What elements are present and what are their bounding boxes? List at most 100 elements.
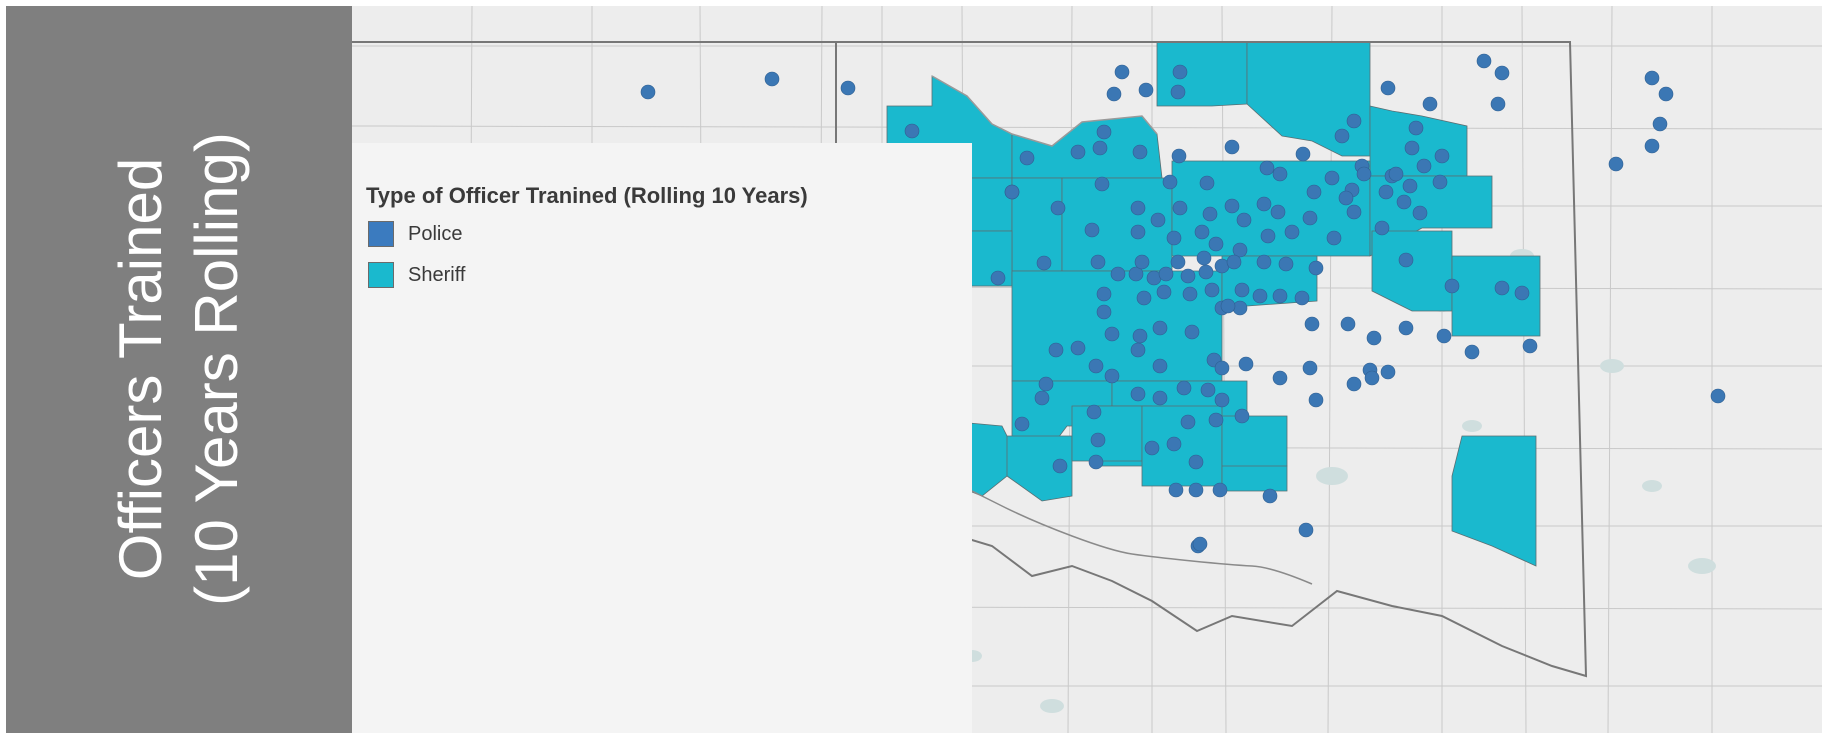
police-locations: [640, 53, 1726, 554]
sheriff-county: [1451, 255, 1541, 337]
police-dot: [1088, 358, 1104, 374]
police-dot: [1199, 175, 1215, 191]
police-dot: [1490, 96, 1506, 112]
police-dot: [1130, 386, 1146, 402]
police-dot: [1260, 228, 1276, 244]
police-dot: [1278, 256, 1294, 272]
police-dot: [1144, 440, 1160, 456]
police-dot: [1346, 113, 1362, 129]
police-dot: [1200, 382, 1216, 398]
police-dot: [1434, 148, 1450, 164]
police-dot: [1232, 300, 1248, 316]
police-dot: [1272, 166, 1288, 182]
dashboard-title: Officers Trained (10 Years Rolling): [103, 19, 255, 719]
lake: [1600, 359, 1624, 373]
police-dot: [1156, 284, 1172, 300]
police-dot: [1380, 364, 1396, 380]
police-dot: [1184, 324, 1200, 340]
police-dot: [1226, 254, 1242, 270]
police-dot: [1710, 388, 1726, 404]
police-dot: [1202, 206, 1218, 222]
police-dot: [1234, 282, 1250, 298]
legend-title: Type of Officer Tranined (Rolling 10 Yea…: [366, 183, 808, 208]
police-dot: [1130, 224, 1146, 240]
title-line-2: (10 Years Rolling): [183, 132, 250, 606]
police-dot: [1476, 53, 1492, 69]
police-dot: [1052, 458, 1068, 474]
police-dot: [1272, 370, 1288, 386]
police-dot: [1176, 380, 1192, 396]
police-dot: [1038, 376, 1054, 392]
police-dot: [1298, 522, 1314, 538]
police-dot: [1658, 86, 1674, 102]
police-dot: [1094, 176, 1110, 192]
police-dot: [1212, 482, 1228, 498]
police-dot: [1208, 236, 1224, 252]
legend-label-sheriff: Sheriff: [408, 263, 466, 286]
police-dot: [1346, 204, 1362, 220]
sheriff-county: [1006, 435, 1073, 502]
police-dot: [1214, 360, 1230, 376]
police-dot: [1171, 148, 1187, 164]
police-dot: [1180, 268, 1196, 284]
police-dot: [1380, 80, 1396, 96]
police-dot: [1494, 65, 1510, 81]
police-dot: [1412, 205, 1428, 221]
police-dot: [1374, 220, 1390, 236]
police-dot: [1092, 140, 1108, 156]
police-dot: [1302, 360, 1318, 376]
police-dot: [1090, 432, 1106, 448]
sheriff-county: [1371, 230, 1453, 312]
legend-label-police: Police: [408, 222, 463, 245]
police-dot: [1398, 252, 1414, 268]
lake: [1688, 558, 1716, 574]
police-dot: [1294, 290, 1310, 306]
police-dot: [1114, 64, 1130, 80]
legend-item-police[interactable]: Police: [368, 220, 462, 248]
police-dot: [1306, 184, 1322, 200]
police-dot: [640, 84, 656, 100]
police-dot: [1182, 286, 1198, 302]
police-dot: [1170, 254, 1186, 270]
police-dot: [1172, 200, 1188, 216]
police-dot: [1196, 250, 1212, 266]
police-dot: [1464, 344, 1480, 360]
county-grid: [352, 6, 1822, 733]
police-dot: [1204, 282, 1220, 298]
police-dot: [1338, 190, 1354, 206]
police-dot: [1444, 278, 1460, 294]
lake: [1040, 699, 1064, 713]
police-dot: [1048, 342, 1064, 358]
police-dot: [1172, 64, 1188, 80]
police-dot: [1234, 408, 1250, 424]
police-dot: [1138, 82, 1154, 98]
police-dot: [1134, 254, 1150, 270]
police-dot: [1150, 212, 1166, 228]
police-dot: [1168, 482, 1184, 498]
police-dot: [1334, 128, 1350, 144]
police-dot: [1096, 124, 1112, 140]
police-dot: [1522, 338, 1538, 354]
police-dot: [1158, 266, 1174, 282]
police-dot: [1608, 156, 1624, 172]
police-dot: [1152, 358, 1168, 374]
police-dot: [1262, 488, 1278, 504]
police-dot: [1130, 200, 1146, 216]
police-swatch: [368, 221, 394, 247]
police-dot: [1214, 392, 1230, 408]
police-dot: [1104, 326, 1120, 342]
police-dot: [1194, 224, 1210, 240]
police-dot: [1070, 144, 1086, 160]
police-dot: [1070, 340, 1086, 356]
legend-item-sheriff[interactable]: Sheriff: [368, 261, 465, 289]
police-dot: [1340, 316, 1356, 332]
lake: [1316, 467, 1348, 485]
police-dot: [1652, 116, 1668, 132]
police-dot: [1208, 412, 1224, 428]
police-dot: [1050, 200, 1066, 216]
police-dot: [1152, 320, 1168, 336]
police-dot: [1152, 390, 1168, 406]
police-dot: [1514, 285, 1530, 301]
police-dot: [1416, 158, 1432, 174]
police-dot: [1238, 356, 1254, 372]
